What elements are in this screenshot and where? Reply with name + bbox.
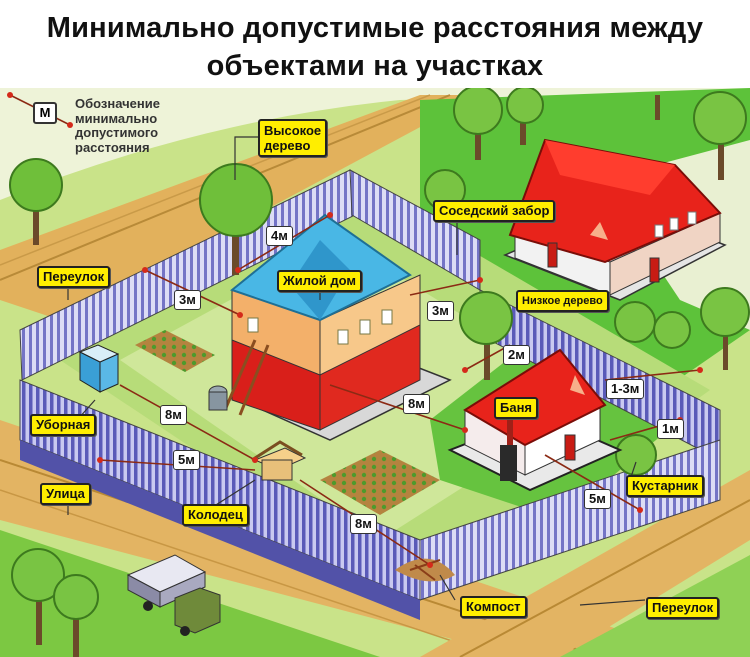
label-well: Колодец <box>182 504 249 526</box>
distance-house-to-bath: 8м <box>403 394 430 414</box>
label-tall-tree: Высокое дерево <box>258 119 328 157</box>
label-toilet: Уборная <box>30 414 97 436</box>
page-title-line-2: объектами на участках <box>206 50 544 82</box>
distance-shrub-to-fence: 1м <box>657 419 684 439</box>
label-house: Жилой дом <box>277 270 363 292</box>
label-tall-tree-line-2: дерево <box>264 138 311 153</box>
label-lane-bottom: Переулок <box>646 597 720 619</box>
distance-low-tree-to-bath: 2м <box>503 345 530 365</box>
legend-line: Обозначение <box>75 96 160 111</box>
legend-line: расстояния <box>75 139 150 155</box>
neighbor-house <box>503 138 727 301</box>
distance-well-to-compost: 8м <box>350 514 377 534</box>
label-tall-tree-line-1: Высокое <box>264 123 322 138</box>
main-house <box>208 213 452 441</box>
distance-lane-to-house: 3м <box>174 290 201 310</box>
label-street: Улица <box>40 483 91 505</box>
distance-house-to-neighbor-fence: 3м <box>427 301 454 321</box>
distance-tree-to-fence: 4м <box>266 226 293 246</box>
label-shrub: Кустарник <box>626 475 704 497</box>
legend-line: минимально <box>75 110 158 126</box>
legend-symbol: М <box>33 102 57 124</box>
label-bathhouse: Баня <box>494 397 539 419</box>
distance-toilet-to-well: 8м <box>160 405 187 425</box>
page-title-line-1: Минимально допустимые расстояния между <box>46 12 704 44</box>
label-neighbor-fence: Соседский забор <box>433 200 556 222</box>
label-lane-top: Переулок <box>37 266 111 288</box>
distance-well-to-street: 5м <box>173 450 200 470</box>
toilet-outhouse <box>78 344 120 393</box>
site-plan-illustration <box>0 88 750 657</box>
label-compost: Компост <box>460 596 527 618</box>
arrow-heads <box>7 92 703 568</box>
distance-bath-to-fence: 1-3м <box>606 379 645 399</box>
label-low-tree: Низкое дерево <box>516 290 609 312</box>
trees <box>9 88 750 657</box>
distance-bath-to-lane: 5м <box>584 489 611 509</box>
legend-text: Обозначение минимально допустимого расст… <box>75 96 160 155</box>
truck <box>126 554 221 636</box>
legend-line: допустимого <box>75 125 159 140</box>
well <box>251 440 307 481</box>
site-plan-artwork <box>0 88 750 657</box>
